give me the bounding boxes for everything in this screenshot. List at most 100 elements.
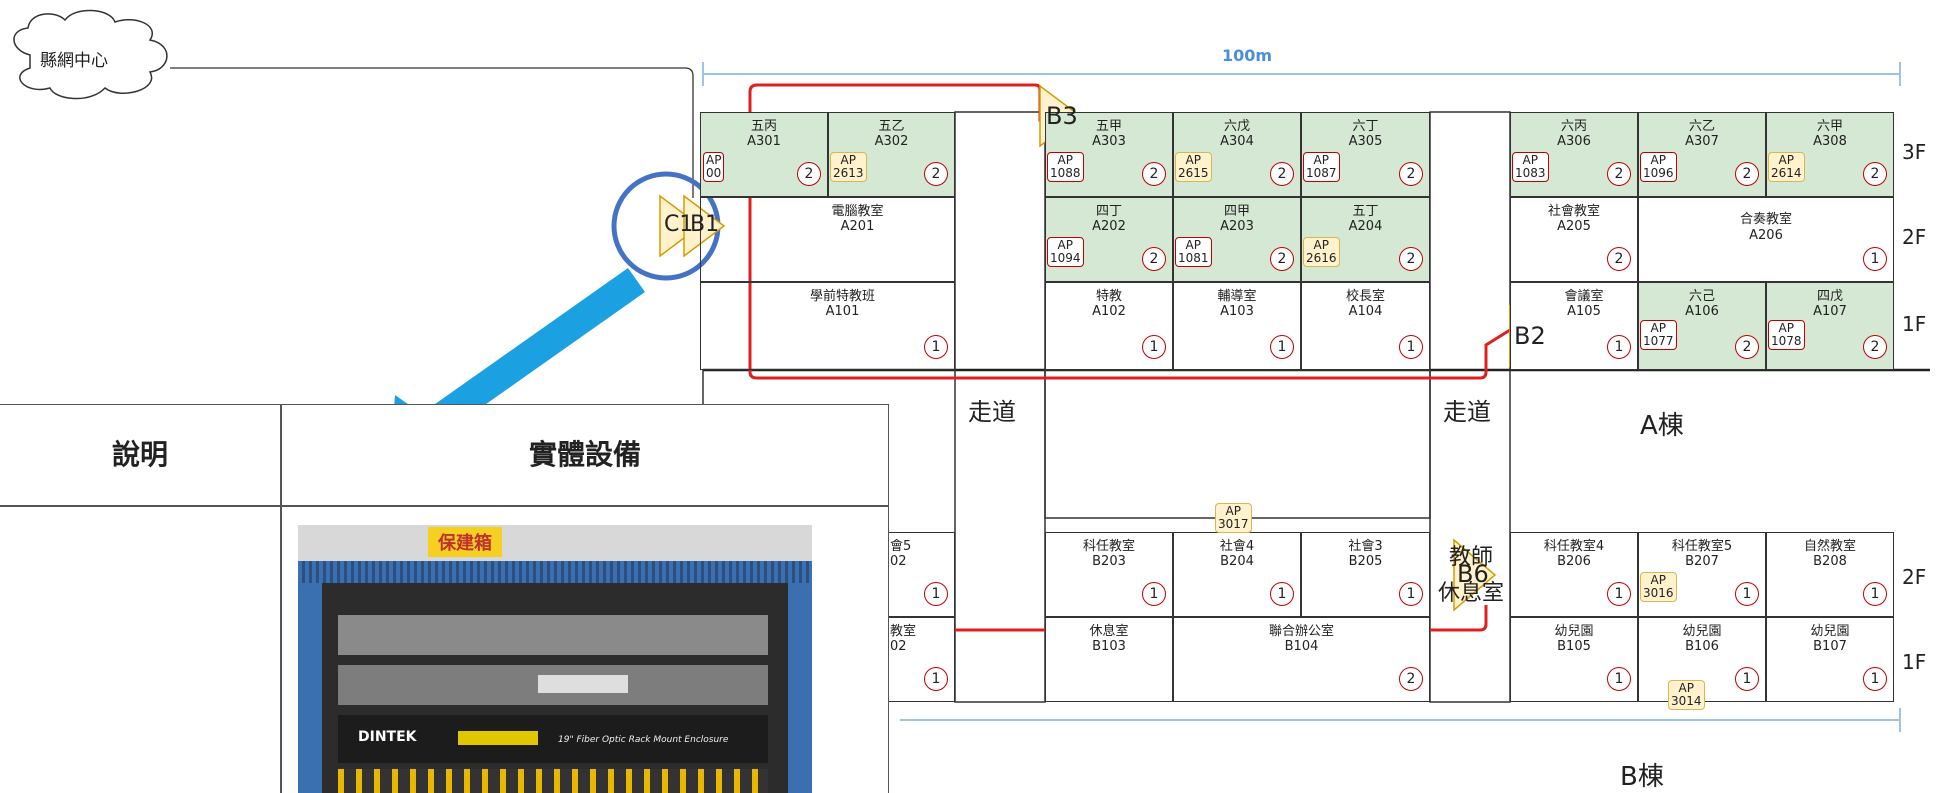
ap-count-badge: 2 [1399,667,1423,691]
cabinet-b2-label: B2 [1514,322,1546,350]
cloud-shape [13,9,168,100]
corridor-label-1: 走道 [968,398,1016,426]
ap-count-badge: 2 [1142,247,1166,271]
ap-count-badge: 1 [924,335,948,359]
ap-count-badge: 2 [1735,335,1759,359]
ap-count-badge: 1 [1607,335,1631,359]
table-header-description: 說明 [111,438,168,471]
cloud-label: 縣網中心 [40,51,108,71]
ap-count-badge: 2 [1607,162,1631,186]
ap-count-badge: 1 [1863,247,1887,271]
ap-count-badge: 2 [797,162,821,186]
table-header-equipment: 實體設備 [528,438,641,471]
ap-count-badge: 1 [1399,582,1423,606]
cabinet-b1-shape [683,194,726,258]
ap-count-badge: 2 [1399,247,1423,271]
floor-label-1f: 1F [1902,312,1927,336]
building-b-label: B棟 [1620,762,1664,792]
cabinet-b3-label: B3 [1046,102,1078,130]
ap-count-badge: 2 [1270,247,1294,271]
ap-count-badge: 1 [924,582,948,606]
ap-count-badge: 1 [1142,335,1166,359]
ap-count-badge: 2 [924,162,948,186]
floor-label-b1f: 1F [1902,650,1927,674]
cabinet-c1-label: C1 [664,212,694,237]
ap-count-badge: 2 [1270,162,1294,186]
corridor-label-2: 走道 [1443,398,1491,426]
ap-count-badge: 2 [1399,162,1423,186]
cable-b [903,605,1488,632]
ap-count-badge: 2 [1863,335,1887,359]
ap-count-badge: 1 [1863,667,1887,691]
cable-a [748,83,1511,380]
ap-count-badge: 2 [1607,247,1631,271]
rack-photo: 保建箱 DINTEK 19" Fiber Optic Rack Mount En… [298,525,812,793]
ap-count-badge: 1 [1607,582,1631,606]
ap-count-badge: 2 [1142,162,1166,186]
floor-label-b2f: 2F [1902,565,1927,589]
rack-brand: DINTEK [358,729,417,745]
ap-count-badge: 1 [924,667,948,691]
teacher-lounge-label: 教師休息室 [1437,545,1504,606]
ap-count-badge: 2 [1735,162,1759,186]
ap-count-badge: 1 [1142,582,1166,606]
ap-count-badge: 1 [1735,667,1759,691]
dimension-label: 100m [1222,46,1273,65]
ap-count-badge: 1 [1735,582,1759,606]
cabinet-b6-label: B6 [1457,560,1489,588]
ap-count-badge: 1 [1399,335,1423,359]
uplink-line [170,67,694,198]
rack-caption: 19" Fiber Optic Rack Mount Enclosure [558,735,729,745]
cabinet-b1-label: B1 [690,212,720,237]
building-a-label: A棟 [1640,411,1684,441]
ap-count-badge: 1 [1607,667,1631,691]
ap-count-badge: 1 [1270,582,1294,606]
cabinet-c1-shape [659,194,702,258]
equipment-table: 說明 實體設備 保建箱 DINTEK 19" Fiber Optic Rack … [0,404,889,793]
floor-label-3f: 3F [1902,140,1927,164]
floor-label-2f: 2F [1902,225,1927,249]
ap-count-badge: 1 [1863,582,1887,606]
ap-count-badge: 1 [1270,335,1294,359]
sign-label: 保建箱 [428,527,502,557]
